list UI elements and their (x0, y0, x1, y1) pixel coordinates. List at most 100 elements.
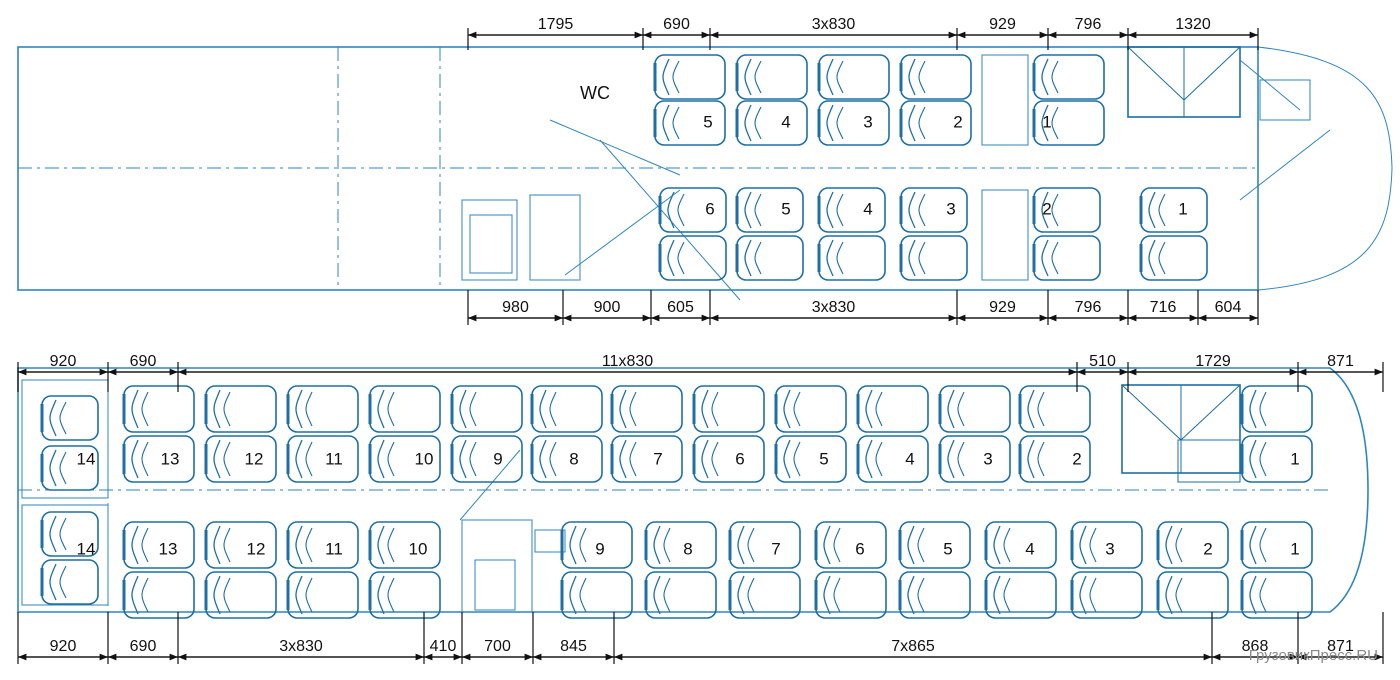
lower-right-seat-window (368, 571, 441, 619)
upper-right-row-number: 5 (781, 199, 790, 218)
lower-right-row-number: 4 (1025, 539, 1034, 558)
lower-right-seat-aisle (728, 521, 801, 569)
lower-right-seat-window (560, 571, 633, 619)
lower-top-dim-label: 11x830 (602, 353, 653, 370)
lower-deck-seats (40, 385, 1313, 619)
lower-left-seat-aisle (1240, 435, 1313, 483)
lower-left-seat-window (610, 385, 683, 433)
lower-left-seat-aisle (610, 435, 683, 483)
lower-left-seat-window (450, 385, 523, 433)
lower-left-row-number: 8 (569, 449, 578, 468)
lower-left-seat-window (938, 385, 1011, 433)
upper-bottom-dim-label: 980 (502, 299, 529, 316)
lower-top-dim-label: 871 (1327, 353, 1354, 370)
lower-right-seat-aisle (1240, 521, 1313, 569)
lower-bottom-dim-label: 690 (130, 638, 157, 655)
upper-right-seat-aisle (817, 187, 886, 233)
lower-left-seat-aisle (368, 435, 441, 483)
lower-left-seat-aisle (1018, 435, 1091, 483)
upper-left-seat-window (899, 54, 972, 100)
lower-left-seat-window (122, 385, 195, 433)
upper-right-row-number: 6 (705, 199, 714, 218)
upper-bottom-dim-1: 900 (563, 299, 651, 322)
upper-left-seat-window (817, 54, 890, 100)
upper-right-row-number: 2 (1042, 199, 1051, 218)
lower-rear-seat (40, 445, 99, 491)
upper-right-seat-window (735, 235, 804, 281)
lower-right-row-number: 3 (1105, 539, 1114, 558)
lower-bottom-dim-5: 845 (533, 638, 614, 661)
lower-top-dim-label: 920 (50, 353, 77, 370)
lower-top-dim-2: 11x830 (178, 353, 1077, 376)
lower-right-row-number: 12 (247, 539, 266, 558)
upper-left-seat-window (735, 54, 808, 100)
upper-bottom-dim-4: 929 (957, 299, 1048, 322)
lower-right-row-number: 13 (159, 539, 178, 558)
upper-bottom-dim-6: 716 (1128, 299, 1198, 322)
lower-bottom-dim-0: 920 (18, 638, 108, 661)
lower-left-row-number: 5 (819, 449, 828, 468)
upper-right-seat-window (899, 235, 968, 281)
lower-top-dim-4: 1729 (1128, 353, 1298, 376)
lower-top-dim-label: 1729 (1195, 353, 1231, 370)
lower-left-seat-window (368, 385, 441, 433)
upper-bottom-dim-3: 3x830 (710, 299, 957, 322)
lower-bottom-dim-label: 868 (1242, 638, 1269, 655)
lower-left-seat-aisle (204, 435, 277, 483)
lower-right-seat-window (286, 571, 359, 619)
lower-right-seat-window (1240, 571, 1313, 619)
lower-left-row-number: 4 (905, 449, 914, 468)
lower-right-seat-aisle (286, 521, 359, 569)
upper-right-seat-aisle (658, 187, 727, 233)
lower-right-row-number: 7 (771, 539, 780, 558)
lower-right-seat-window (984, 571, 1057, 619)
lower-right-seat-window (728, 571, 801, 619)
lower-left-seat-window (692, 385, 765, 433)
lower-right-seat-window (204, 571, 277, 619)
lower-right-seat-window (1156, 571, 1229, 619)
lower-top-dim-0: 920 (18, 353, 108, 376)
upper-bottom-dim-label: 929 (989, 299, 1016, 316)
lower-rear-seat (40, 511, 99, 557)
lower-top-dim-1: 690 (108, 353, 178, 376)
upper-deck-outline (17, 46, 1393, 301)
upper-left-row-number: 4 (781, 112, 790, 131)
upper-left-seat-window (1032, 54, 1105, 100)
upper-top-dim-label: 1795 (538, 16, 574, 33)
lower-right-seat-aisle (560, 521, 633, 569)
lower-right-row-number: 1 (1290, 539, 1299, 558)
lower-bottom-dim-label: 845 (560, 638, 587, 655)
lower-deck-outline (17, 367, 1369, 613)
upper-top-dim-label: 690 (663, 16, 690, 33)
lower-right-row-number: 9 (595, 539, 604, 558)
upper-bottom-dim-label: 604 (1215, 299, 1242, 316)
lower-left-seat-aisle (450, 435, 523, 483)
upper-right-row-number: 4 (863, 199, 872, 218)
lower-right-seat-window (122, 571, 195, 619)
lower-left-seat-window (530, 385, 603, 433)
lower-left-seat-aisle (286, 435, 359, 483)
upper-bottom-dim-2: 605 (651, 299, 710, 322)
lower-left-row-number: 14 (77, 449, 96, 468)
lower-bottom-dim-label: 920 (50, 638, 77, 655)
upper-top-dim-label: 3x830 (812, 16, 856, 33)
lower-left-seat-aisle (938, 435, 1011, 483)
lower-right-seat-window (1070, 571, 1143, 619)
lower-left-seat-window (204, 385, 277, 433)
lower-bottom-dim-7: 868 (1212, 638, 1298, 661)
lower-right-seat-aisle (644, 521, 717, 569)
lower-left-seat-aisle (692, 435, 765, 483)
lower-rear-seat (40, 559, 99, 605)
lower-right-row-number: 8 (683, 539, 692, 558)
upper-left-row-number: 1 (1042, 112, 1051, 131)
lower-right-row-number: 6 (855, 539, 864, 558)
lower-top-dim-5: 871 (1298, 353, 1383, 376)
upper-right-seat-aisle (735, 187, 804, 233)
lower-right-seat-aisle (368, 521, 441, 569)
lower-right-seat-aisle (1156, 521, 1229, 569)
